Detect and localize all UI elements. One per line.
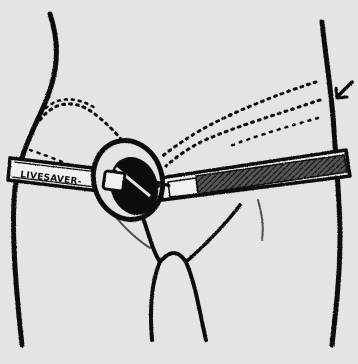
belt-tongue [168, 178, 198, 197]
belt-rivet-icon [149, 180, 155, 186]
belt-rivet-2-icon [156, 184, 160, 188]
belt-connector [103, 171, 125, 192]
